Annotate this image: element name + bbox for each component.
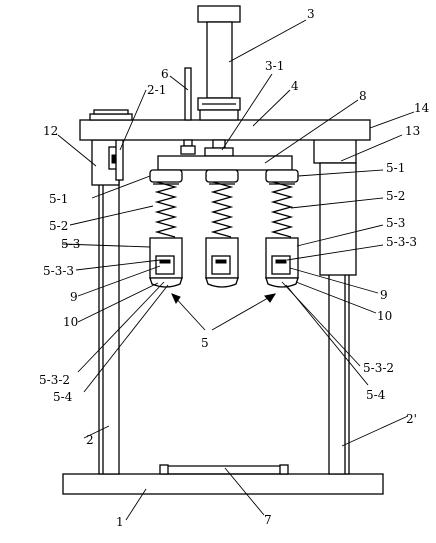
- label-plunger-mount-left: 5-1: [49, 192, 68, 206]
- label-head-group: 5: [201, 336, 209, 350]
- label-cylinder: 3: [307, 7, 315, 21]
- rod: [184, 67, 192, 121]
- suction-head-right: [265, 169, 299, 288]
- label-sleeve-inner-left: 5-3-2: [39, 373, 70, 387]
- sensor-block: [91, 139, 120, 186]
- arrow-heads: [171, 293, 277, 305]
- label-frame-top: 14: [414, 101, 430, 115]
- suction-head-left: [149, 169, 183, 288]
- label-piston-rod: 3-1: [265, 59, 284, 73]
- frame-top: [79, 119, 371, 141]
- label-base: 1: [116, 515, 124, 529]
- part-labels: 3 6 3-1 4 2-1 8 14 12 13 5-1 5-1 5-2 5-2…: [39, 7, 430, 529]
- label-sleeve-left: 5-3: [61, 237, 80, 251]
- label-spring-right: 5-2: [386, 189, 405, 203]
- label-pin-left: 9: [70, 290, 78, 304]
- label-sleeve-slot-right: 5-3-3: [386, 235, 417, 249]
- cylinder: [197, 5, 241, 121]
- label-base-fixture: 7: [264, 513, 272, 527]
- base-plate: [62, 473, 384, 495]
- label-top-plate: 4: [291, 79, 299, 93]
- label-plunger-mount-right: 5-1: [386, 161, 405, 175]
- leader-lines: [57, 19, 415, 521]
- suction-head-center: [205, 169, 239, 288]
- label-spring-left: 5-2: [49, 219, 68, 233]
- small-nut: [180, 139, 196, 155]
- label-sensor-block: 12: [43, 124, 58, 138]
- label-rod: 6: [161, 67, 169, 81]
- label-cross-plate: 8: [359, 89, 367, 103]
- label-sleeve-slot-left: 5-3-3: [43, 264, 74, 278]
- label-suction-tip-right: 5-4: [366, 388, 386, 402]
- base-fixture: [159, 464, 289, 475]
- label-sleeve-inner-right: 5-3-2: [363, 361, 394, 375]
- piston-rod: [204, 139, 234, 157]
- label-suction-tip-left: 5-4: [53, 390, 73, 404]
- label-ring-right: 10: [377, 309, 392, 323]
- label-pin-right: 9: [380, 288, 388, 302]
- top-left-block: [89, 109, 133, 121]
- label-guide-bar: 2-1: [147, 83, 166, 97]
- label-left-column: 2: [86, 433, 94, 447]
- label-ring-left: 10: [63, 315, 78, 329]
- label-sleeve-right: 5-3: [386, 216, 405, 230]
- label-right-bracket: 13: [405, 124, 420, 138]
- label-right-column: 2': [406, 412, 417, 426]
